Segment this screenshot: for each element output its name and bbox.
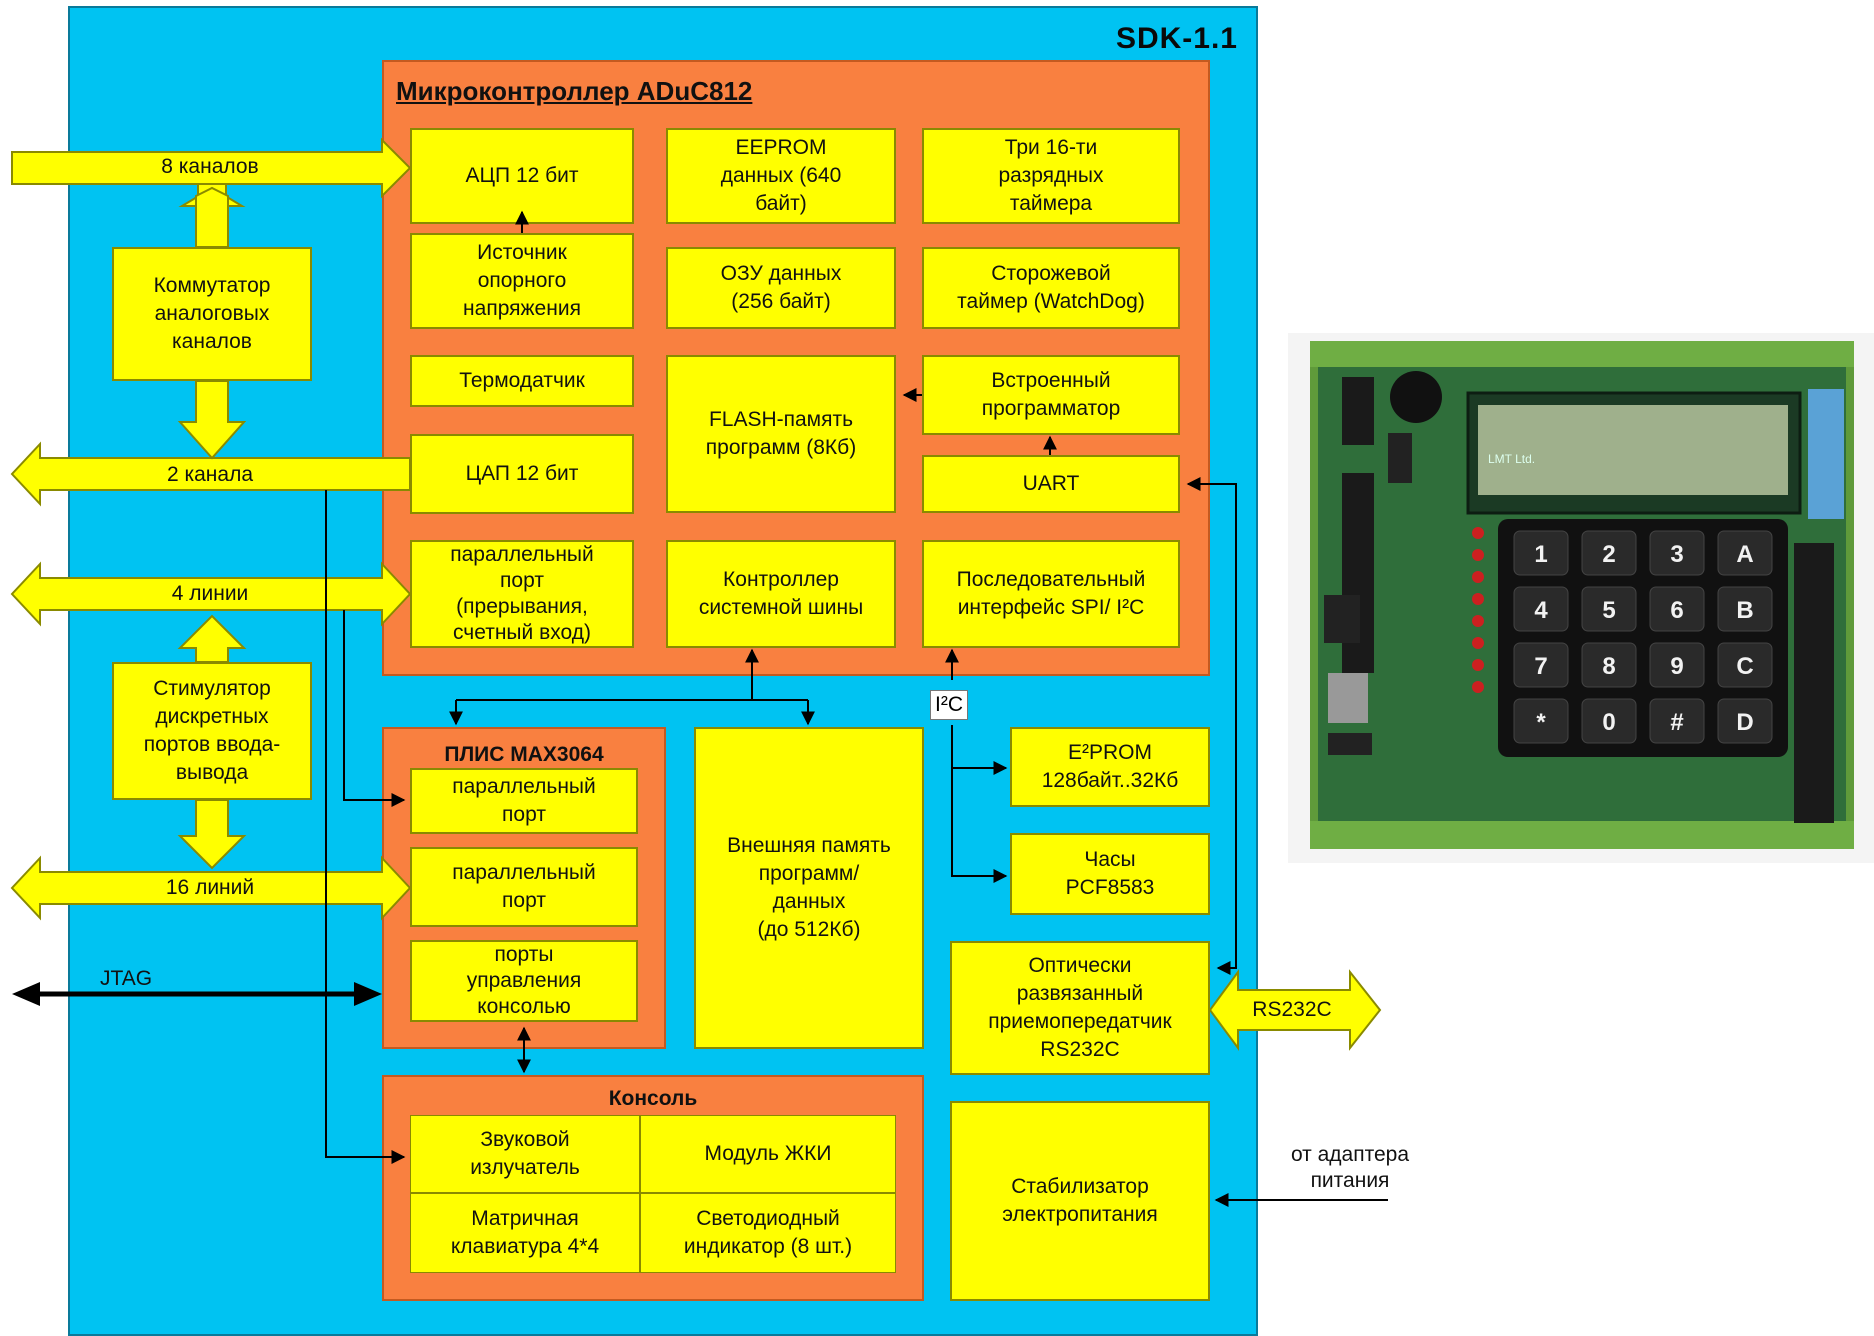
keypad-key-label: 7 [1534,653,1547,680]
keypad-key-label: D [1736,709,1753,736]
parallel-port-block: параллельный порт (прерывания, счетный в… [410,540,634,648]
uart-block: UART [922,455,1180,513]
thermo-block: Термодатчик [410,355,634,407]
pld-parallel-port-1: параллельный порт [410,768,638,834]
keypad-key-label: 6 [1670,597,1683,624]
keypad-key-label: 2 [1602,541,1615,568]
board-title: SDK-1.1 [1116,22,1238,56]
flash-block: FLASH-память программ (8Кб) [666,355,896,513]
keypad-key-label: A [1736,541,1753,568]
board-photo: 1 2 3 A 4 5 6 B 7 8 9 C * 0 # D LMT Ltd. [1288,333,1874,863]
label-8-channels: 8 каналов [110,154,310,180]
keypad-key-label: 4 [1534,597,1548,624]
pld-console-ports: порты управления консолью [410,940,638,1022]
keypad-block: Матричная клавиатура 4*4 [410,1193,640,1273]
keypad-key-label: * [1536,709,1546,736]
stabilizer-block: Стабилизатор электропитания [950,1101,1210,1301]
e2prom-block: E²PROM 128байт..32Кб [1010,727,1210,807]
keypad-key-label: 9 [1670,653,1683,680]
label-2-channels: 2 канала [110,462,310,488]
lcd-module-block: Модуль ЖКИ [640,1115,896,1193]
timers-block: Три 16-ти разрядных таймера [922,128,1180,224]
bus-controller-block: Контроллер системной шины [666,540,896,648]
keypad-key-label: 3 [1670,541,1683,568]
programmer-block: Встроенный программатор [922,355,1180,435]
buzzer-block: Звуковой излучатель [410,1115,640,1193]
label-i2c: I²C [930,690,968,720]
analog-switch-block: Коммутатор аналоговых каналов [112,247,312,381]
photo-silk-label: LMT Ltd. [1488,452,1535,466]
eeprom-block: EEPROM данных (640 байт) [666,128,896,224]
label-rs232: RS232C [1242,997,1342,1023]
ram-block: ОЗУ данных (256 байт) [666,247,896,329]
stimulator-block: Стимулятор дискретных портов ввода- выво… [112,662,312,800]
adc-block: АЦП 12 бит [410,128,634,224]
keypad-key-label: 5 [1602,597,1615,624]
watchdog-block: Сторожевой таймер (WatchDog) [922,247,1180,329]
clock-block: Часы PCF8583 [1010,833,1210,915]
rs232-transceiver-block: Оптически развязанный приемопередатчик R… [950,941,1210,1075]
pld-title: ПЛИС MAX3064 [384,743,664,767]
dac-block: ЦАП 12 бит [410,434,634,514]
console-title: Консоль [384,1087,922,1111]
keypad-key-label: B [1736,597,1753,624]
keypad-key-label: C [1736,653,1753,680]
serial-interface-block: Последовательный интерфейс SPI/ I²C [922,540,1180,648]
keypad-key-label: 1 [1534,541,1547,568]
mcu-title: Микроконтроллер ADuC812 [396,76,752,107]
label-16-lines: 16 линий [110,875,310,901]
label-4-lines: 4 линии [110,581,310,607]
board-photo-drawing: 1 2 3 A 4 5 6 B 7 8 9 C * 0 # D LMT Ltd. [1288,333,1874,863]
external-memory-block: Внешняя память программ/ данных (до 512К… [694,727,924,1049]
keypad-key-label: # [1670,709,1683,736]
label-jtag: JTAG [96,966,156,992]
keypad-key-label: 0 [1602,709,1615,736]
keypad-key-label: 8 [1602,653,1615,680]
pld-parallel-port-2: параллельный порт [410,847,638,927]
vref-block: Источник опорного напряжения [410,233,634,329]
label-power-in: от адаптера питания [1270,1142,1430,1194]
led-indicator-block: Светодиодный индикатор (8 шт.) [640,1193,896,1273]
